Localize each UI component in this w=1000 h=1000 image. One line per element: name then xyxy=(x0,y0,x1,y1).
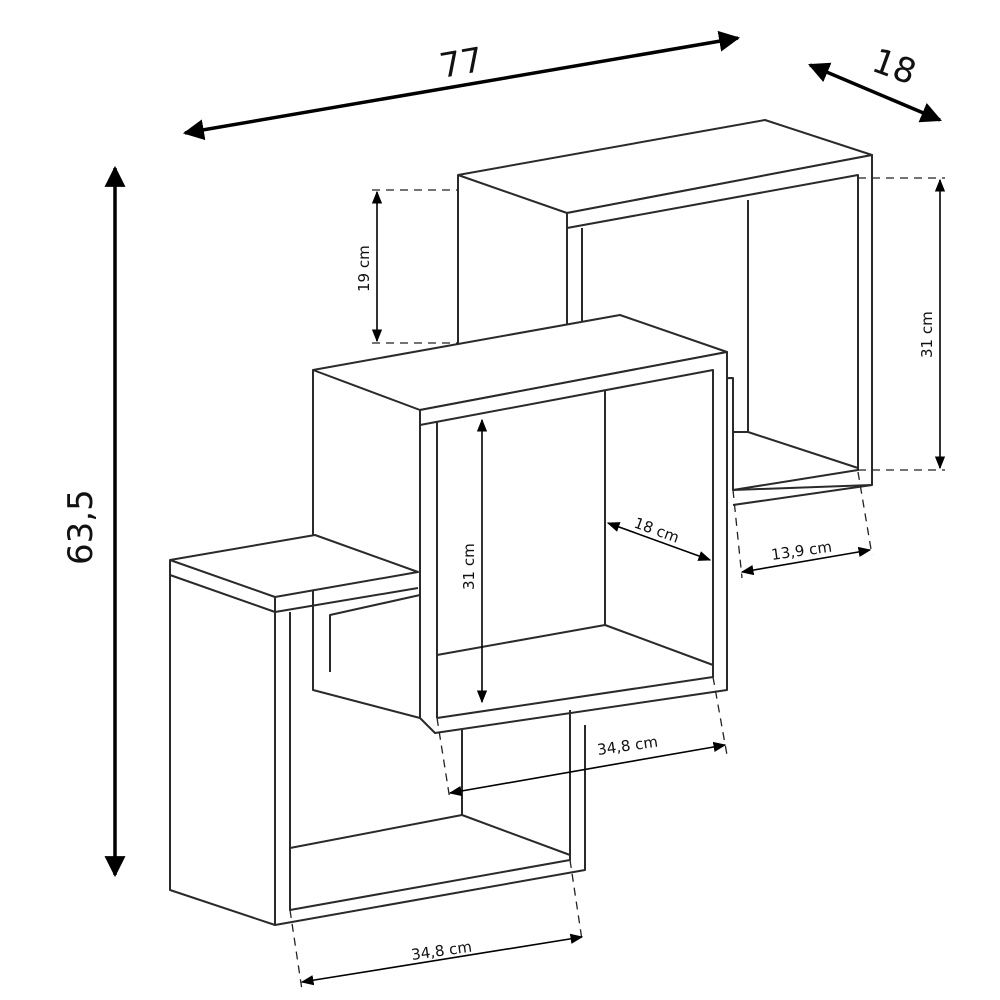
middle-shelf-box xyxy=(312,314,728,734)
middle-box-depth-arrow xyxy=(606,522,712,561)
top-offset-label: 19 cm xyxy=(355,245,373,292)
bottom-box-width-arrow xyxy=(300,933,584,986)
middle-box-height-label: 31 cm xyxy=(460,543,478,590)
depth-arrow xyxy=(808,62,942,123)
top-box-inner-width-arrow xyxy=(740,546,872,576)
overall-depth-label: 18 xyxy=(867,41,921,93)
overall-height-label: 63,5 xyxy=(61,489,101,565)
top-box-height-label: 31 cm xyxy=(918,311,936,358)
width-arrow xyxy=(182,30,741,141)
middle-box-width-arrow xyxy=(448,741,727,797)
top-shelf-box xyxy=(457,119,873,506)
top-box-inner-width-label: 13,9 cm xyxy=(770,538,833,564)
middle-box-width-label: 34,8 cm xyxy=(596,733,659,759)
overall-width-label: 77 xyxy=(437,40,487,87)
extension-lines xyxy=(289,177,945,991)
